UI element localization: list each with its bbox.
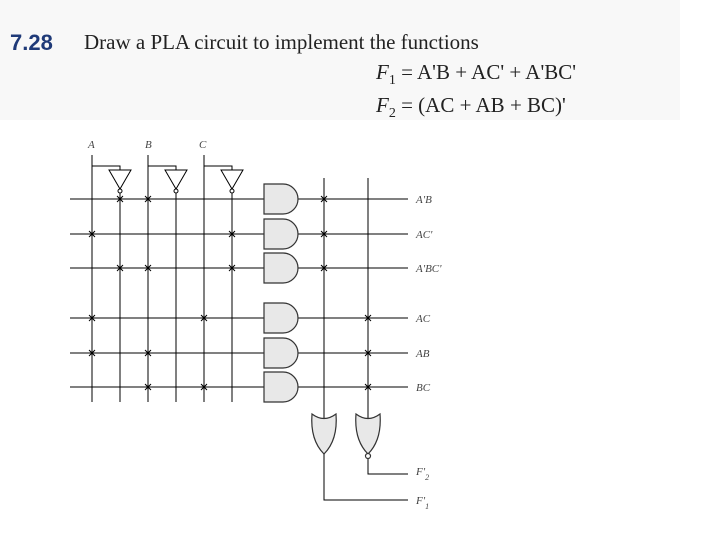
eq1-rhs: = A'B + AC' + A'BC' — [395, 60, 577, 84]
inverter-c-tap — [204, 165, 233, 170]
x-mark — [116, 195, 124, 203]
output-label-f1: F'1 — [415, 495, 429, 511]
input-label-c: C — [199, 139, 207, 151]
x-mark — [228, 264, 236, 272]
connection-marks — [88, 195, 372, 391]
x-mark — [88, 230, 96, 238]
and-gate-2 — [263, 218, 299, 250]
or-gate-f2 — [355, 412, 381, 455]
x-mark — [364, 314, 372, 322]
x-mark — [144, 349, 152, 357]
term-label-4: AC — [415, 313, 431, 325]
output-label-f2-sub: 2 — [425, 473, 429, 482]
x-mark — [144, 264, 152, 272]
x-mark — [116, 264, 124, 272]
and-gate-5 — [263, 337, 299, 369]
x-mark — [364, 349, 372, 357]
eq1-subscript: 1 — [388, 73, 396, 89]
output-line-f2 — [367, 459, 408, 475]
x-mark — [144, 383, 152, 391]
term-label-3: A'BC' — [415, 263, 442, 275]
inverter-a-tap — [92, 165, 121, 170]
inverter-c-bubble — [229, 188, 235, 194]
term-label-1: A'B — [415, 194, 432, 206]
inverter-b — [164, 169, 188, 190]
and-gate-6 — [263, 371, 299, 403]
equation-f2: F2 = (AC + AB + BC)' — [376, 93, 566, 122]
or-gate-f2-inverter-bubble — [364, 452, 372, 460]
x-mark — [200, 314, 208, 322]
x-mark — [144, 195, 152, 203]
input-label-a: A — [87, 139, 95, 151]
x-mark — [364, 383, 372, 391]
and-gate-1 — [263, 183, 299, 215]
x-mark — [200, 383, 208, 391]
eq2-subscript: 2 — [388, 106, 396, 122]
problem-number: 7.28 — [10, 30, 53, 55]
problem-title: Draw a PLA circuit to implement the func… — [84, 30, 479, 54]
output-label-f2-text: F' — [415, 466, 426, 478]
output-label-f2: F'2 — [415, 466, 429, 482]
eq1-lhs: F — [376, 60, 389, 84]
input-label-b: B — [145, 139, 152, 151]
inverter-a — [108, 169, 132, 190]
equation-f1: F1 = A'B + AC' + A'BC' — [376, 60, 576, 89]
x-mark — [88, 349, 96, 357]
term-label-2: AC' — [415, 229, 433, 241]
problem-header: 7.28 Draw a PLA circuit to implement the… — [0, 0, 680, 122]
and-gate-4 — [263, 302, 299, 334]
x-mark — [320, 264, 328, 272]
term-label-5: AB — [415, 348, 430, 360]
x-mark — [320, 195, 328, 203]
output-line-f1 — [323, 454, 408, 501]
eq2-lhs: F — [376, 93, 389, 117]
eq2-rhs: = (AC + AB + BC)' — [395, 93, 566, 117]
x-mark — [320, 230, 328, 238]
inverter-b-bubble — [173, 188, 179, 194]
output-label-f1-sub: 1 — [425, 502, 429, 511]
output-label-f1-text: F' — [415, 495, 426, 507]
x-mark — [88, 314, 96, 322]
and-gate-3 — [263, 252, 299, 284]
term-label-6: BC — [416, 382, 431, 394]
inverter-b-tap — [148, 165, 177, 170]
x-mark — [228, 230, 236, 238]
or-gate-f1 — [311, 412, 337, 455]
inverter-a-bubble — [117, 188, 123, 194]
inverter-c — [220, 169, 244, 190]
